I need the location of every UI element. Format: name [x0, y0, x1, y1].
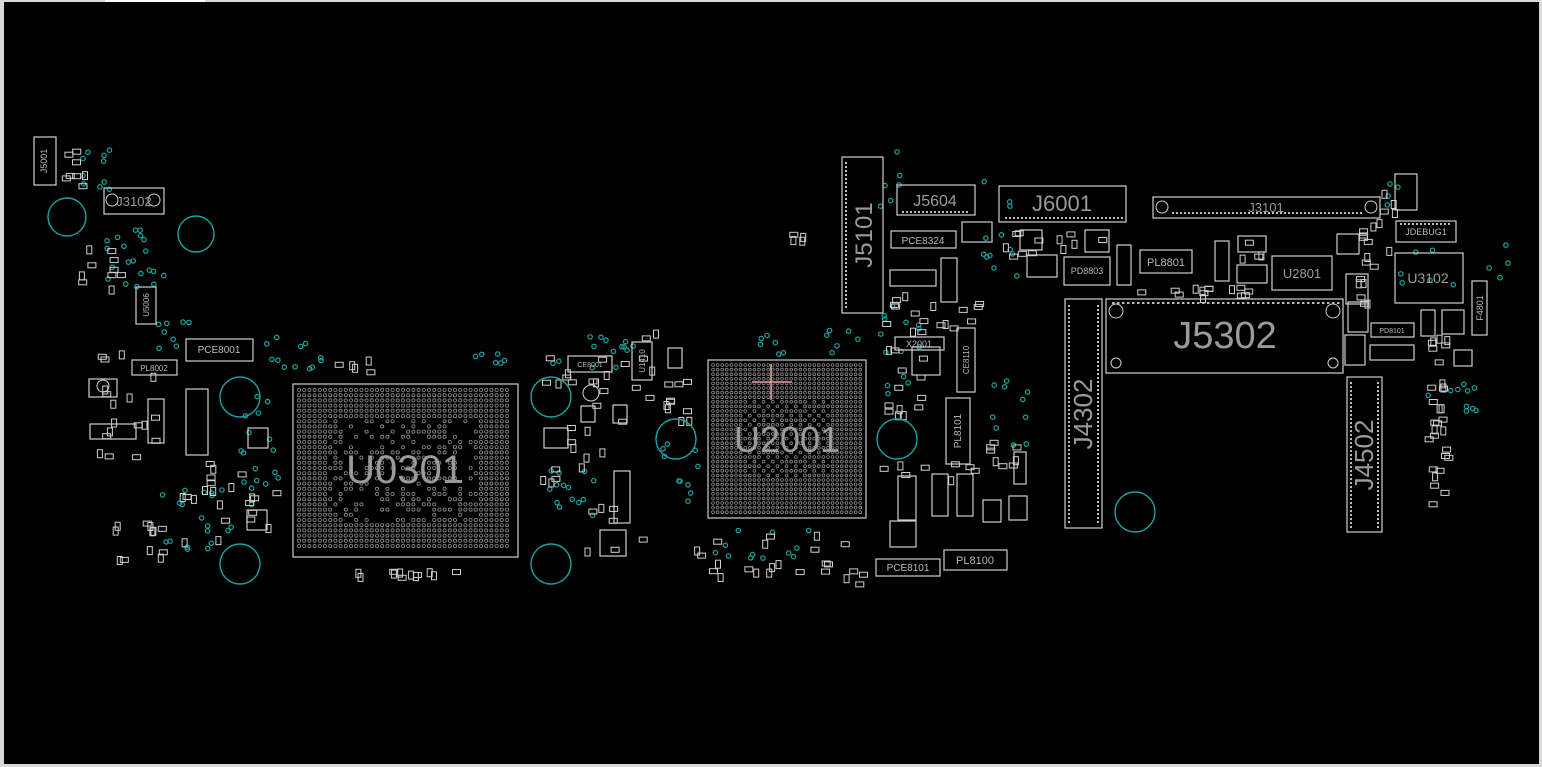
- smd-passives: [61, 148, 1454, 588]
- connector-pins: [845, 162, 1450, 528]
- u1410-label: U1410: [638, 349, 647, 373]
- j5604-label: J5604: [913, 193, 957, 210]
- component-pce8001[interactable]: PCE8001: [185, 338, 254, 362]
- component-u2001[interactable]: U2001: [707, 359, 867, 519]
- j5302-label: J5302: [1173, 315, 1277, 357]
- component-ce8110[interactable]: CE8110: [956, 327, 976, 393]
- component-j4502[interactable]: J4502: [1346, 376, 1383, 533]
- j4502-label: J4502: [1349, 420, 1379, 491]
- pl8801-label: PL8801: [1147, 257, 1185, 269]
- j5001-label: J5001: [39, 149, 49, 174]
- pce8101-label: PCE8101: [887, 563, 930, 574]
- component-pd8803[interactable]: PD8803: [1063, 256, 1111, 286]
- pd8101-label: PD8101: [1379, 328, 1404, 335]
- j4302-label: J4302: [1068, 379, 1098, 450]
- component-pl8801[interactable]: PL8801: [1139, 249, 1193, 274]
- j3101-label: J3101: [1248, 200, 1283, 215]
- pce8324-label: PCE8324: [902, 236, 945, 247]
- component-j5001[interactable]: J5001: [33, 136, 57, 186]
- ce8001-label: CE8001: [577, 362, 602, 369]
- component-f4801[interactable]: F4801: [1471, 280, 1488, 336]
- component-pce8101[interactable]: PCE8101: [875, 558, 941, 577]
- component-pd8101[interactable]: PD8101: [1370, 322, 1415, 338]
- pl8101-label: PL8101: [953, 413, 964, 448]
- pce8001-label: PCE8001: [198, 345, 241, 356]
- j3102-label: J3102: [116, 194, 151, 209]
- component-j3102[interactable]: J3102: [103, 187, 165, 215]
- component-j5302[interactable]: J5302: [1105, 298, 1344, 374]
- component-pl8002[interactable]: PL8002: [131, 359, 178, 376]
- component-u1410[interactable]: U1410: [631, 341, 653, 381]
- component-j3101[interactable]: J3101: [1152, 196, 1381, 219]
- component-jdebug1[interactable]: JDEBUG1: [1395, 220, 1457, 243]
- mounting-holes: [47, 197, 1156, 585]
- misc-packages: [88, 173, 1473, 557]
- u0301-ball-grid: [296, 387, 509, 549]
- f4801-label: F4801: [1475, 295, 1485, 321]
- component-x2001[interactable]: X2001: [894, 336, 945, 351]
- component-u3102[interactable]: U3102: [1394, 252, 1464, 304]
- u5006-label: U5006: [142, 293, 151, 317]
- j6001-label: J6001: [1032, 191, 1092, 216]
- u2001-label: U2001: [734, 419, 840, 460]
- ce8110-label: CE8110: [962, 345, 971, 374]
- component-j5101[interactable]: J5101: [841, 156, 884, 314]
- component-j4302[interactable]: J4302: [1064, 298, 1103, 529]
- component-pl8101[interactable]: PL8101: [945, 397, 971, 465]
- vias: [80, 147, 1511, 561]
- component-u5006[interactable]: U5006: [135, 286, 157, 325]
- pl8002-label: PL8002: [140, 364, 168, 373]
- u3102-label: U3102: [1407, 270, 1448, 286]
- jdebug1-label: JDEBUG1: [1405, 227, 1447, 237]
- component-pce8324[interactable]: PCE8324: [890, 230, 957, 249]
- x2001-label: X2001: [906, 339, 932, 349]
- component-j6001[interactable]: J6001: [998, 185, 1127, 223]
- component-u0301[interactable]: U0301: [292, 383, 519, 558]
- pl8100-label: PL8100: [956, 555, 994, 567]
- u0301-label: U0301: [346, 448, 464, 492]
- component-u2801[interactable]: U2801: [1271, 255, 1333, 291]
- j5101-label: J5101: [851, 202, 878, 267]
- component-j5604[interactable]: J5604: [896, 184, 976, 216]
- pd8803-label: PD8803: [1071, 266, 1104, 276]
- component-ce8001[interactable]: CE8001: [567, 355, 613, 373]
- component-pl8100[interactable]: PL8100: [943, 549, 1008, 571]
- u2001-ball-grid: [711, 363, 862, 515]
- u2801-label: U2801: [1283, 266, 1321, 281]
